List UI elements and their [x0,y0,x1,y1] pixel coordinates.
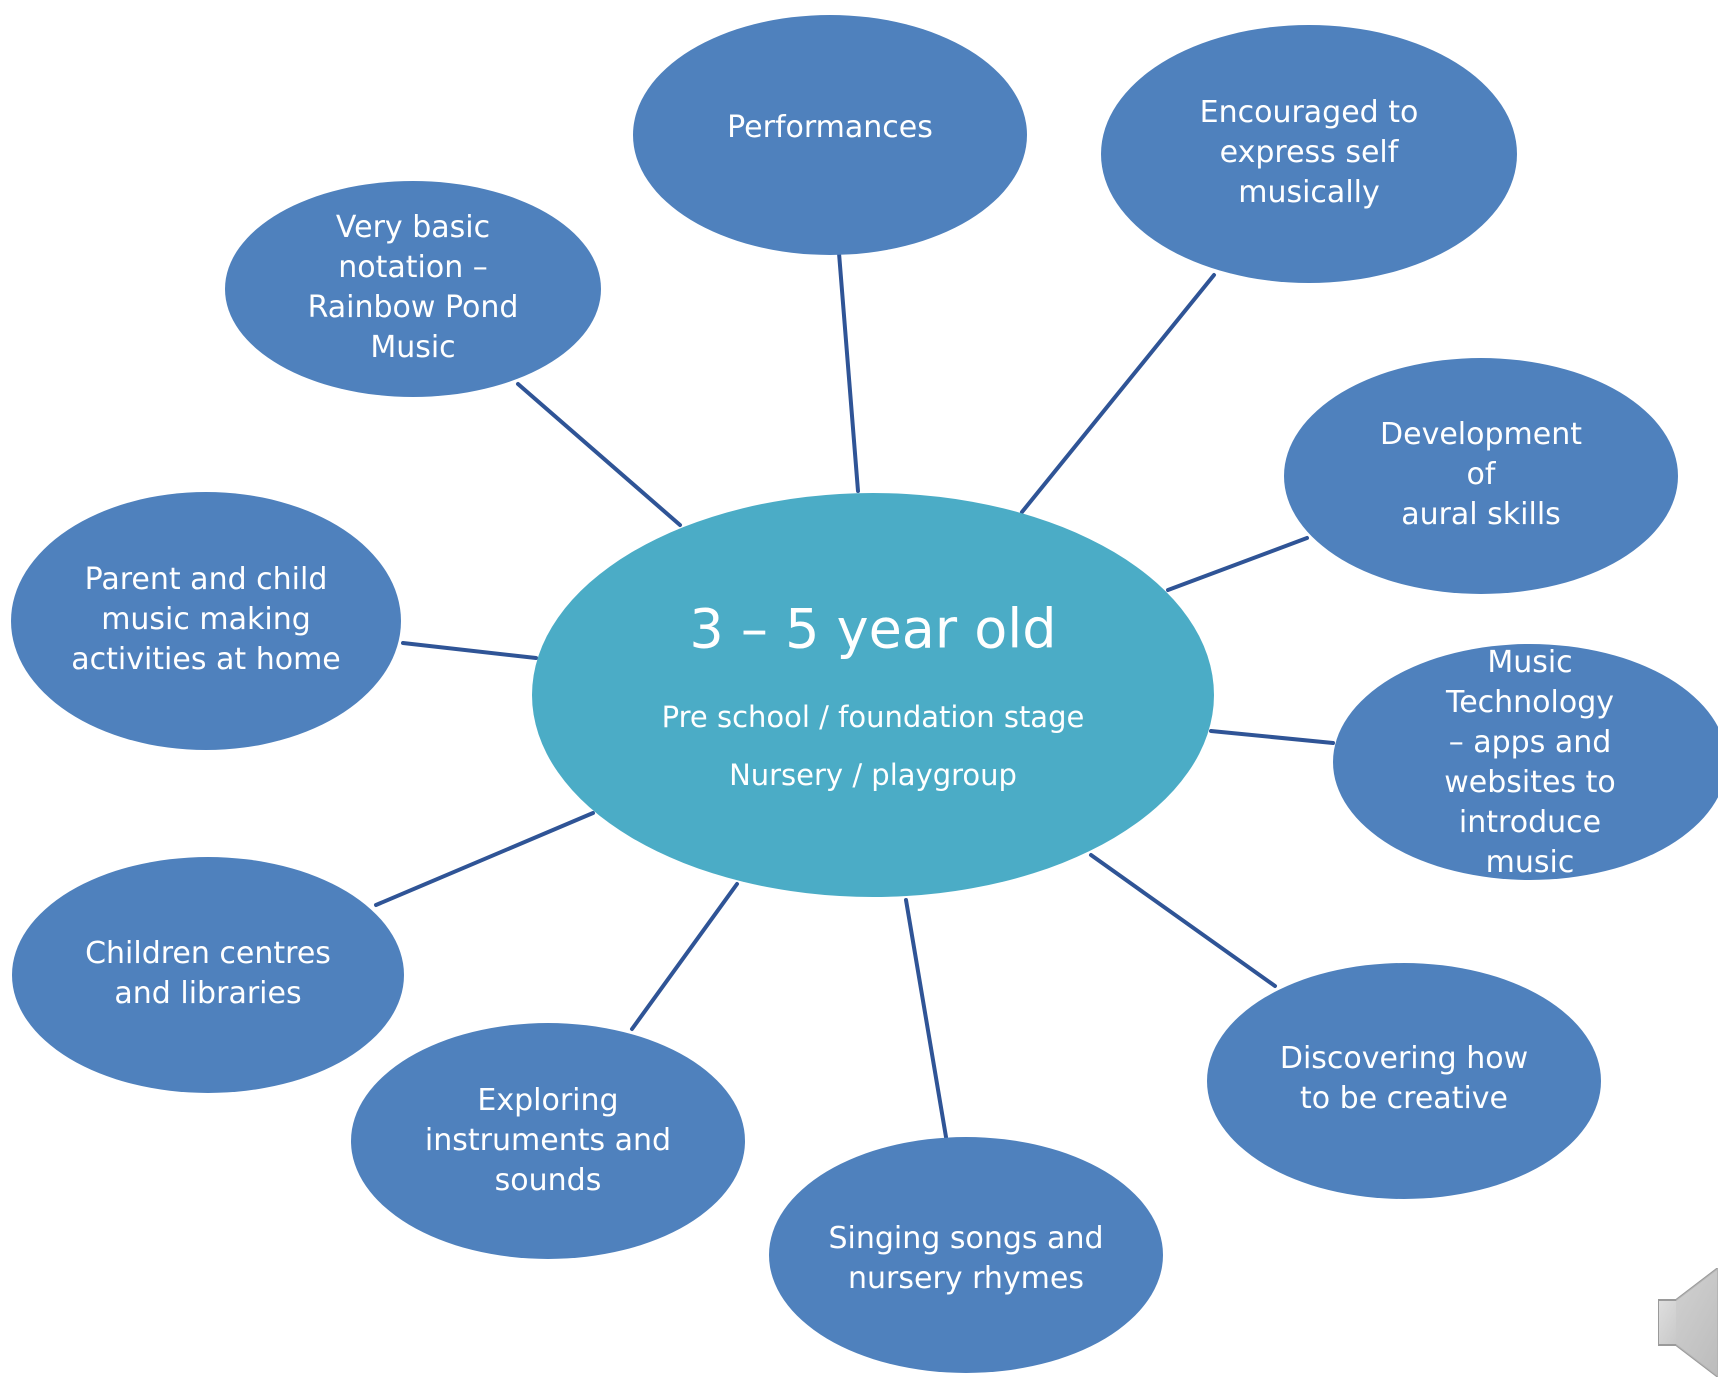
center-node [532,493,1214,897]
node-express-self [1101,25,1517,283]
connector-music-technology [1209,729,1335,745]
label-basic-notation: Very basic notation – Rainbow Pond Music [307,210,519,365]
label-exploring-instruments: Exploring instruments and sounds [424,1083,672,1198]
label-aural-skills: Development of aural skills [1380,417,1582,532]
label-children-centres: Children centres and libraries [85,936,331,1011]
speaker-icon[interactable] [1658,1268,1718,1377]
center-title: 3 – 5 year old [689,597,1057,661]
label-performances: Performances [727,110,933,145]
connector-aural-skills [1166,536,1309,592]
node-parent-child [11,492,401,750]
label-discovering-creative: Discovering how to be creative [1279,1041,1529,1116]
connector-exploring-instruments [630,882,739,1031]
center-subtitle-2: Nursery / playgroup [729,758,1017,792]
node-basic-notation [225,181,601,397]
label-parent-child: Parent and child music making activities… [71,562,341,677]
connector-basic-notation [516,382,682,527]
connector-singing-songs [904,898,948,1139]
node-exploring-instruments [351,1023,745,1259]
label-singing-songs: Singing songs and nursery rhymes [828,1221,1104,1296]
node-singing-songs [769,1137,1163,1373]
center-subtitle-1: Pre school / foundation stage [661,700,1085,734]
connector-express-self [1020,273,1216,514]
label-music-technology: Music Technology – apps and websites to … [1444,645,1616,880]
node-discovering-creative [1207,963,1601,1199]
connector-children-centres [374,811,595,907]
node-performances [633,15,1027,255]
connector-parent-child [401,641,538,660]
connector-discovering-creative [1089,853,1277,988]
label-express-self: Encouraged to express self musically [1199,95,1419,210]
node-aural-skills [1284,358,1678,594]
connectors [374,251,1335,1139]
connector-performances [837,251,860,493]
outer-nodes [11,15,1718,1373]
node-children-centres [12,857,404,1093]
node-music-technology [1333,644,1718,880]
